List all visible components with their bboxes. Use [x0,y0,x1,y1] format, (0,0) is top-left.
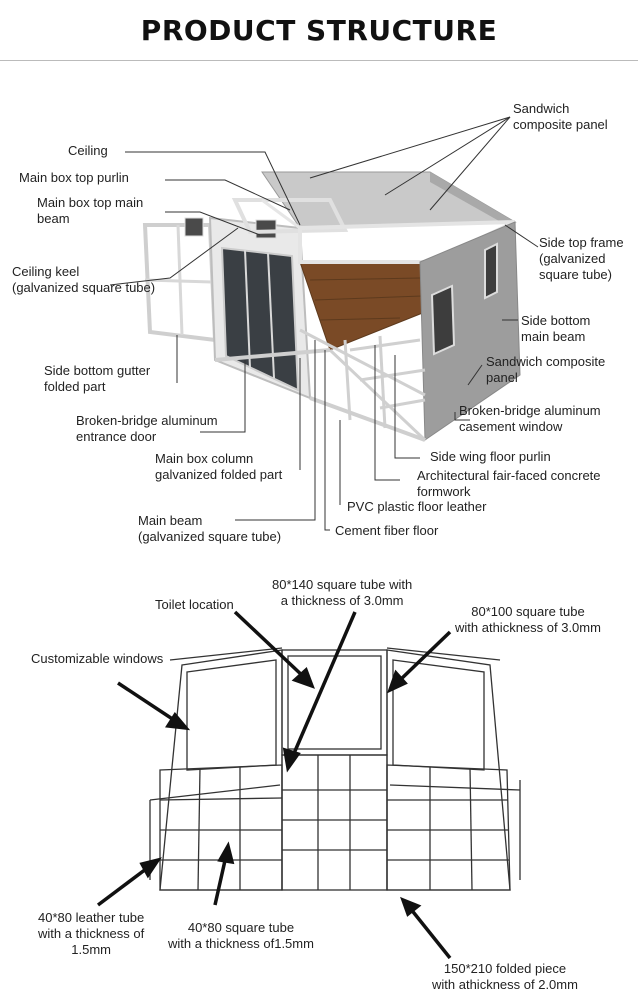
page-title: PRODUCT STRUCTURE [140,14,498,47]
floor-purlins [299,328,427,442]
house-illustration [109,116,539,531]
label-cement-fiber-floor: Cement fiber floor [335,523,439,538]
label-broken-bridge-casement-window: Broken-bridge aluminum casement window [459,403,601,434]
label-ceiling: Ceiling [68,143,108,158]
title-divider [0,60,638,61]
small-window-left [184,217,204,237]
leader-lines-top [109,116,539,531]
left-wing-outline [159,649,283,891]
label-tube-80-100: 80*100 square tube with athickness of 3.… [455,604,601,635]
label-side-bottom-main-beam: Side bottom main beam [521,313,591,344]
label-side-wing-floor-purlin: Side wing floor purlin [430,449,551,464]
label-sandwich-composite-panel-2: Sandwich composite panel [486,354,606,385]
center-box-top-frame [281,649,388,756]
label-pvc-floor-leather: PVC plastic floor leather [347,499,487,514]
label-customizable-windows: Customizable windows [31,651,164,666]
label-square-tube-40-80: 40*80 square tube with a thickness of1.5… [168,920,314,951]
label-main-box-column: Main box column galvanized folded part [155,451,283,482]
casement-window [430,284,456,356]
callout-arrows [96,610,452,960]
label-side-top-frame: Side top frame (galvanized square tube) [539,235,624,282]
label-toilet-location: Toilet location [155,597,234,612]
label-main-box-top-purlin: Main box top purlin [19,170,129,185]
center-box-floor [281,754,388,891]
label-tube-80-140: 80*140 square tube with a thickness of 3… [272,577,413,608]
label-ceiling-keel: Ceiling keel (galvanized square tube) [12,264,156,295]
label-main-beam: Main beam (galvanized square tube) [138,513,282,544]
roof-edge [430,172,515,230]
label-sandwich-composite-panel: Sandwich composite panel [513,101,608,132]
label-side-bottom-gutter: Side bottom gutter folded part [44,363,151,394]
label-folded-piece-150-210: 150*210 folded piece with athickness of … [432,961,578,992]
label-main-box-top-main-beam: Main box top main beam [37,195,144,226]
label-leather-tube-40-80: 40*80 leather tube with a thickness of 1… [38,910,145,957]
label-architectural-concrete-formwork: Architectural fair-faced concrete formwo… [417,468,601,499]
label-broken-bridge-entrance-door: Broken-bridge aluminum entrance door [76,413,218,444]
side-window-right [484,242,498,300]
